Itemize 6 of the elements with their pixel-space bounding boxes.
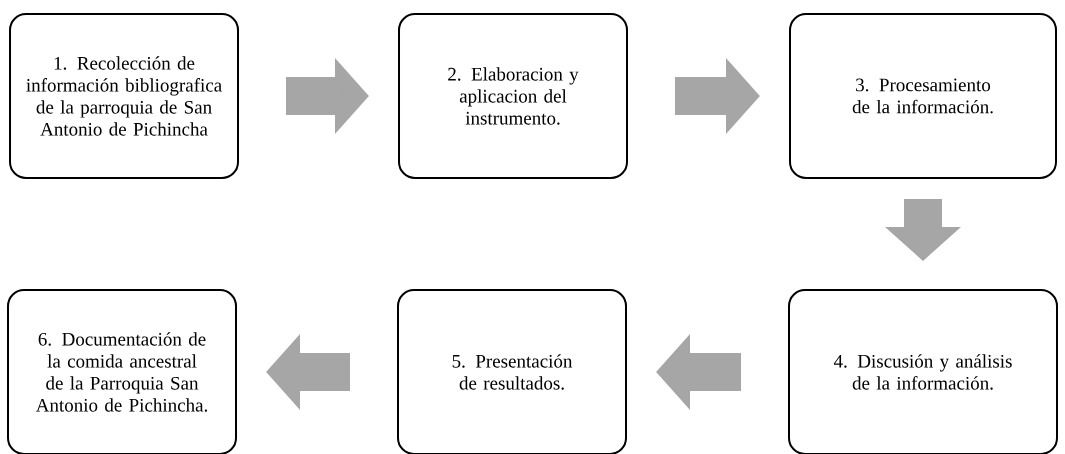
process-box: 3. Procesamiento de la información.: [789, 13, 1057, 179]
process-box: 6. Documentación de la comida ancestral de la Parroquia San Antonio de Pichincha.: [7, 289, 237, 454]
process-box: 5. Presentación de resultados.: [397, 289, 627, 454]
process-box: 2. Elaboracion y aplicacion del instrumento.: [398, 13, 628, 179]
process-box: 1. Recolección de información bibliografica de la parroquia de San Antonio de Pichincha: [9, 13, 239, 179]
process-box: 4. Discusión y análisis de la información.: [788, 289, 1058, 454]
